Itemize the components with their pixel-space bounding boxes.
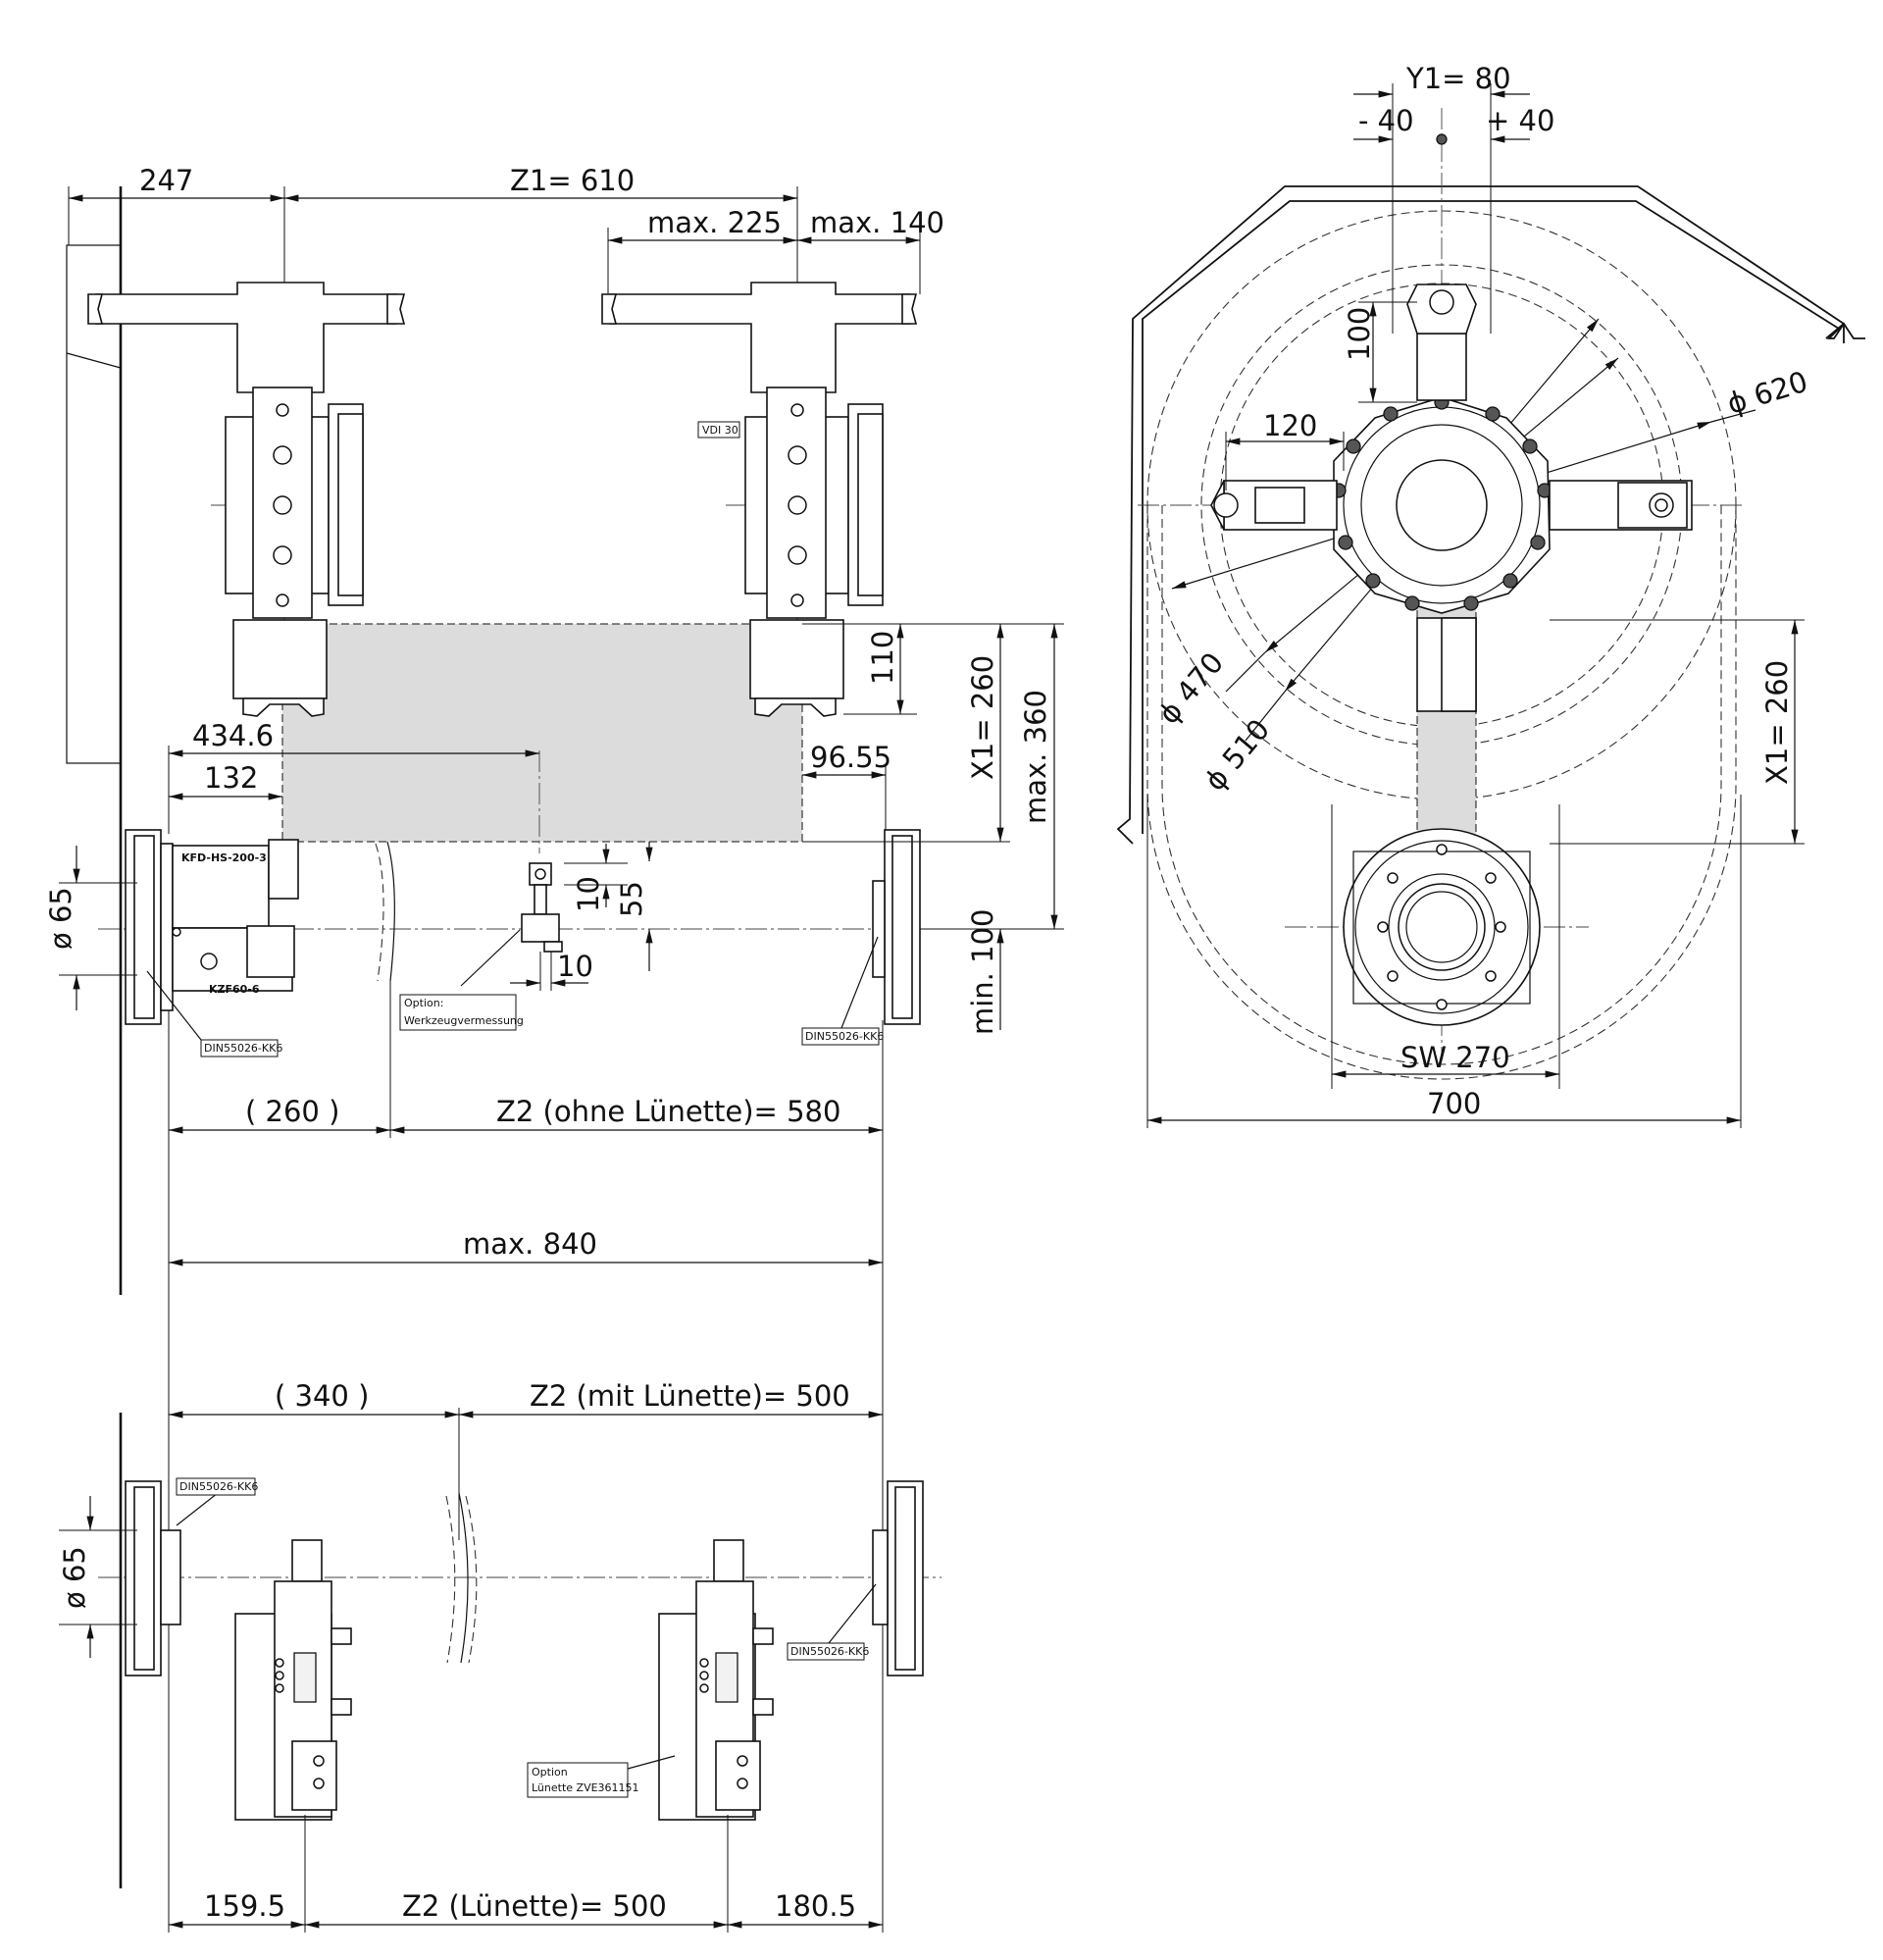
bottom-view [59, 1413, 942, 1933]
dim-max-140: max. 140 [810, 206, 944, 239]
label-boxes: VDI 30 KFD-HS-200-3 KZF60-6 DIN55026-KK6… [146, 421, 884, 1798]
tool-turret-right [601, 282, 918, 717]
label-din-bottom-left: DIN55026-KK6 [179, 1480, 258, 1493]
dim-z2-ohne: Z2 (ohne Lünette)= 580 [496, 1095, 840, 1128]
dim-d510: ϕ 510 [1197, 713, 1276, 798]
dim-247: 247 [139, 164, 193, 197]
dim-min-100: min. 100 [966, 909, 999, 1035]
dim-z2-lunette: Z2 (Lünette)= 500 [402, 1889, 667, 1923]
dim-max-840: max. 840 [463, 1227, 597, 1261]
right-tailstock [872, 829, 921, 1025]
dim-max-360: max. 360 [1019, 690, 1052, 824]
dim-y1: Y1= 80 [1405, 62, 1511, 95]
label-din-bottom-right: DIN55026-KK6 [790, 1645, 869, 1658]
dim-y1-plus: + 40 [1486, 104, 1554, 137]
dim-55: 55 [615, 881, 648, 917]
dim-d65-bottom: ø 65 [58, 1546, 91, 1609]
label-din-top-right: DIN55026-KK6 [805, 1030, 884, 1043]
dim-y1-minus: - 40 [1358, 104, 1414, 137]
dim-180-5: 180.5 [775, 1889, 856, 1923]
dim-d65-top: ø 65 [44, 887, 77, 950]
dim-d620: ϕ 620 [1723, 365, 1811, 421]
dim-100: 100 [1343, 307, 1376, 361]
label-kzf: KZF60-6 [209, 983, 260, 996]
label-vdi30: VDI 30 [702, 424, 738, 437]
label-lunette: Lünette ZVE361151 [532, 1781, 639, 1794]
dim-700: 700 [1427, 1087, 1481, 1120]
label-din-top-left: DIN55026-KK6 [204, 1042, 282, 1055]
label-kfd: KFD-HS-200-3 [181, 851, 267, 864]
dim-x1-right: X1= 260 [1760, 660, 1794, 785]
dim-110: 110 [866, 631, 899, 685]
dim-sw270: SW 270 [1400, 1041, 1510, 1074]
side-view [1116, 83, 1865, 1128]
tool-turret-left [87, 282, 406, 717]
dim-max-225: max. 225 [647, 206, 782, 239]
dim-10-vert: 10 [572, 876, 605, 912]
dim-120: 120 [1263, 409, 1317, 442]
dim-132: 132 [204, 761, 258, 795]
top-view-dimensions [59, 186, 1064, 1030]
dim-z1: Z1= 610 [510, 164, 635, 197]
dim-96-55: 96.55 [810, 741, 891, 774]
dim-10-horiz: 10 [557, 950, 593, 983]
tool-measurement-probe [375, 841, 563, 982]
dim-340: ( 340 ) [275, 1379, 369, 1413]
label-werkzeugvermessung: Werkzeugvermessung [404, 1014, 524, 1027]
z2-dimensions [168, 981, 884, 1933]
dim-159-5: 159.5 [204, 1889, 285, 1923]
dim-260: ( 260 ) [245, 1095, 339, 1128]
label-option: Option: [404, 997, 443, 1009]
machine-wall-top [66, 186, 123, 1295]
dim-434-6: 434.6 [192, 719, 274, 752]
dim-x1-left: X1= 260 [966, 655, 999, 780]
work-area [281, 623, 803, 843]
dim-z2-mit: Z2 (mit Lünette)= 500 [530, 1379, 850, 1413]
label-lunette-option: Option [532, 1766, 568, 1779]
left-spindle-chuck [125, 829, 299, 1025]
